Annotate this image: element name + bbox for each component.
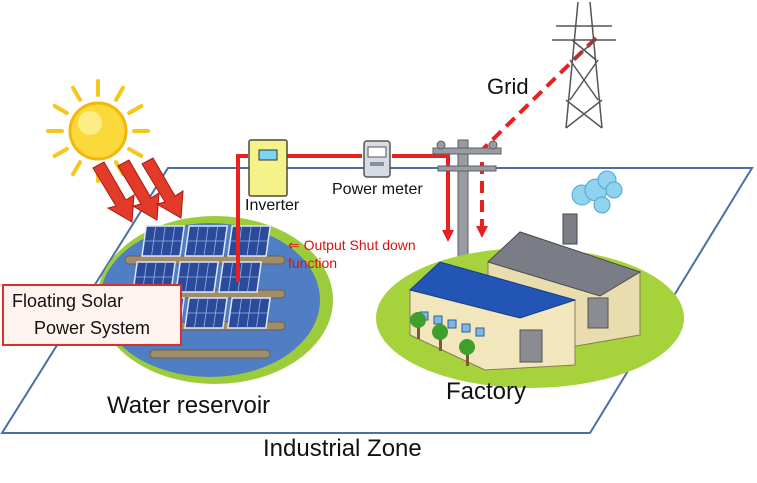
industrial-zone-label: Industrial Zone: [263, 435, 422, 462]
grid-connection-line: [474, 36, 598, 228]
power-arrow-to-factory: [442, 230, 454, 242]
factory-label: Factory: [446, 378, 527, 405]
sun-ray: [114, 85, 125, 102]
sun-ray: [52, 147, 69, 158]
output-shutdown-label: ⇐ Output Shut down function: [288, 237, 416, 271]
grid-label: Grid: [487, 74, 529, 99]
sun-ray: [127, 104, 144, 115]
tree-icon: [410, 312, 475, 366]
callout-line-2: Power System: [34, 318, 151, 338]
water-reservoir-label: Water reservoir: [107, 392, 271, 419]
power-meter-icon: [363, 140, 391, 178]
power-line: [236, 154, 450, 282]
floating-solar-callout: Floating Solar Power System: [2, 284, 182, 346]
grid-arrow-to-factory: [476, 226, 488, 238]
sun-ray: [127, 147, 144, 158]
inverter-label: Inverter: [245, 197, 300, 214]
inverter-icon: [248, 139, 288, 197]
sun-ray: [52, 104, 69, 115]
factory-icon: [408, 213, 642, 371]
transmission-tower-icon: [552, 1, 616, 129]
callout-line-1: Floating Solar: [12, 291, 124, 311]
sunlight-arrows: [92, 157, 184, 223]
sun-ray: [71, 85, 82, 102]
power-meter-label: Power meter: [332, 181, 423, 198]
sun-ray: [71, 160, 82, 177]
smoke-icon: [571, 170, 623, 214]
